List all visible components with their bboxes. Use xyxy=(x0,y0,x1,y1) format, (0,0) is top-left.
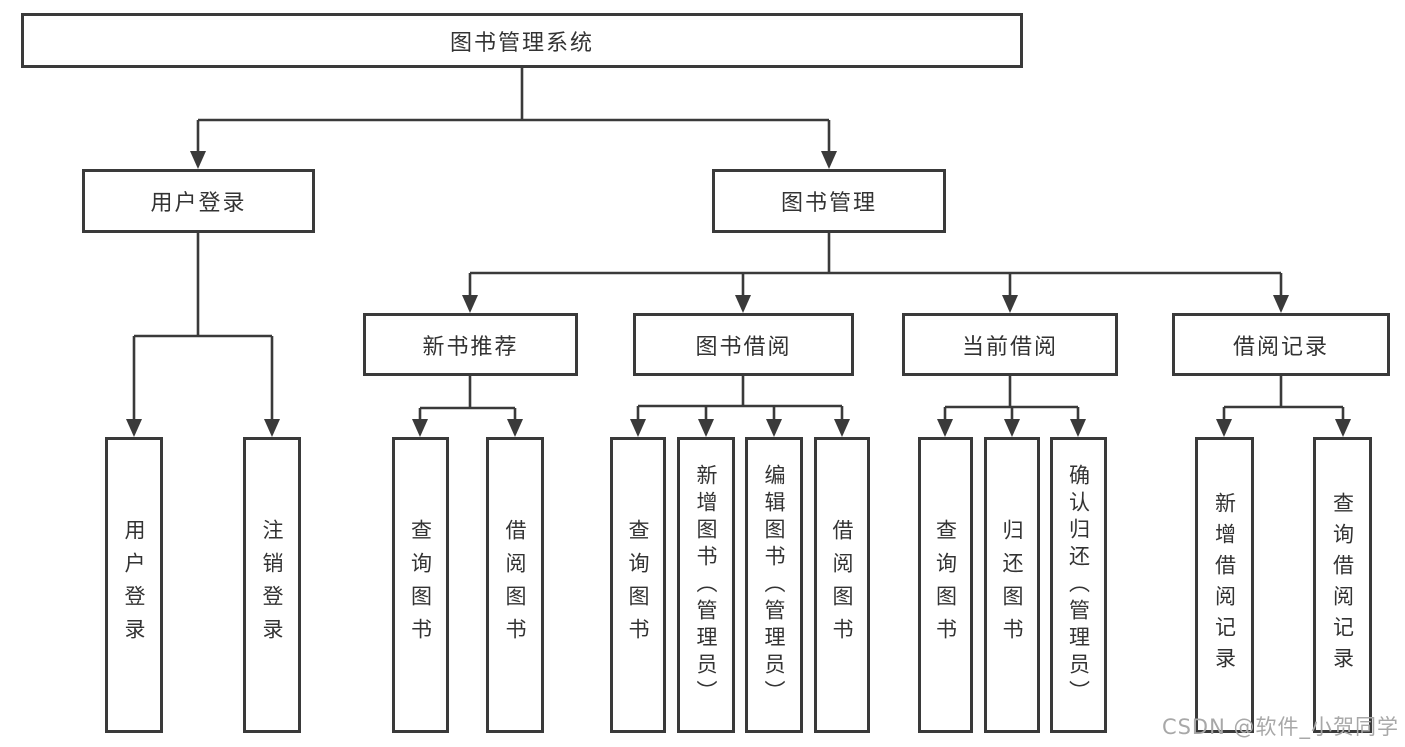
node-library-management-system: 图书管理系统 xyxy=(21,13,1023,68)
node-label: 归还图书 xyxy=(1000,519,1024,651)
node-leaf-query-borrow-record: 查询借阅记录 xyxy=(1313,437,1372,733)
node-current-borrowing: 当前借阅 xyxy=(902,313,1118,376)
node-label: 借阅图书 xyxy=(830,519,854,651)
node-leaf-query-books-recommend: 查询图书 xyxy=(392,437,449,733)
node-label: 用户登录 xyxy=(122,519,146,651)
node-label: 借阅记录 xyxy=(1232,334,1329,360)
node-user-login: 用户登录 xyxy=(82,169,315,233)
node-label: 查询图书 xyxy=(933,519,958,651)
node-leaf-add-borrow-record: 新增借阅记录 xyxy=(1195,437,1254,733)
node-label: 查询图书 xyxy=(626,519,650,651)
node-label: 当前借阅 xyxy=(961,334,1058,360)
node-label: 图书管理系统 xyxy=(449,30,594,56)
node-label: 查询图书 xyxy=(408,519,433,651)
node-label: 图书借阅 xyxy=(695,334,792,360)
node-label: 用户登录 xyxy=(150,191,247,216)
node-label: 图书管理 xyxy=(780,191,877,216)
node-borrowing-records: 借阅记录 xyxy=(1172,313,1390,376)
node-label: 借阅图书 xyxy=(503,519,527,651)
node-label: 注销登录 xyxy=(260,519,284,651)
node-leaf-user-login: 用户登录 xyxy=(105,437,163,733)
csdn-watermark: CSDN @软件_小贺同学 xyxy=(1161,715,1399,739)
node-leaf-borrow-books-recommend: 借阅图书 xyxy=(486,437,544,733)
node-label: 编辑图书（管理员） xyxy=(762,463,786,707)
node-label: 新增借阅记录 xyxy=(1212,492,1237,678)
node-new-book-recommend: 新书推荐 xyxy=(363,313,578,376)
node-leaf-confirm-return-admin: 确认归还（管理员） xyxy=(1050,437,1107,733)
node-label: 新书推荐 xyxy=(422,334,519,360)
node-label: 查询借阅记录 xyxy=(1330,492,1355,678)
node-book-management: 图书管理 xyxy=(712,169,946,233)
node-leaf-borrow-books-borrowing: 借阅图书 xyxy=(814,437,870,733)
node-label: 新增图书（管理员） xyxy=(694,463,718,707)
node-leaf-edit-book-admin: 编辑图书（管理员） xyxy=(745,437,803,733)
node-label: 确认归还（管理员） xyxy=(1066,463,1091,707)
node-leaf-logout: 注销登录 xyxy=(243,437,301,733)
node-book-borrowing: 图书借阅 xyxy=(633,313,854,376)
node-leaf-return-book: 归还图书 xyxy=(984,437,1040,733)
node-leaf-add-book-admin: 新增图书（管理员） xyxy=(677,437,735,733)
node-leaf-query-books-current: 查询图书 xyxy=(918,437,973,733)
node-leaf-query-books-borrowing: 查询图书 xyxy=(610,437,666,733)
